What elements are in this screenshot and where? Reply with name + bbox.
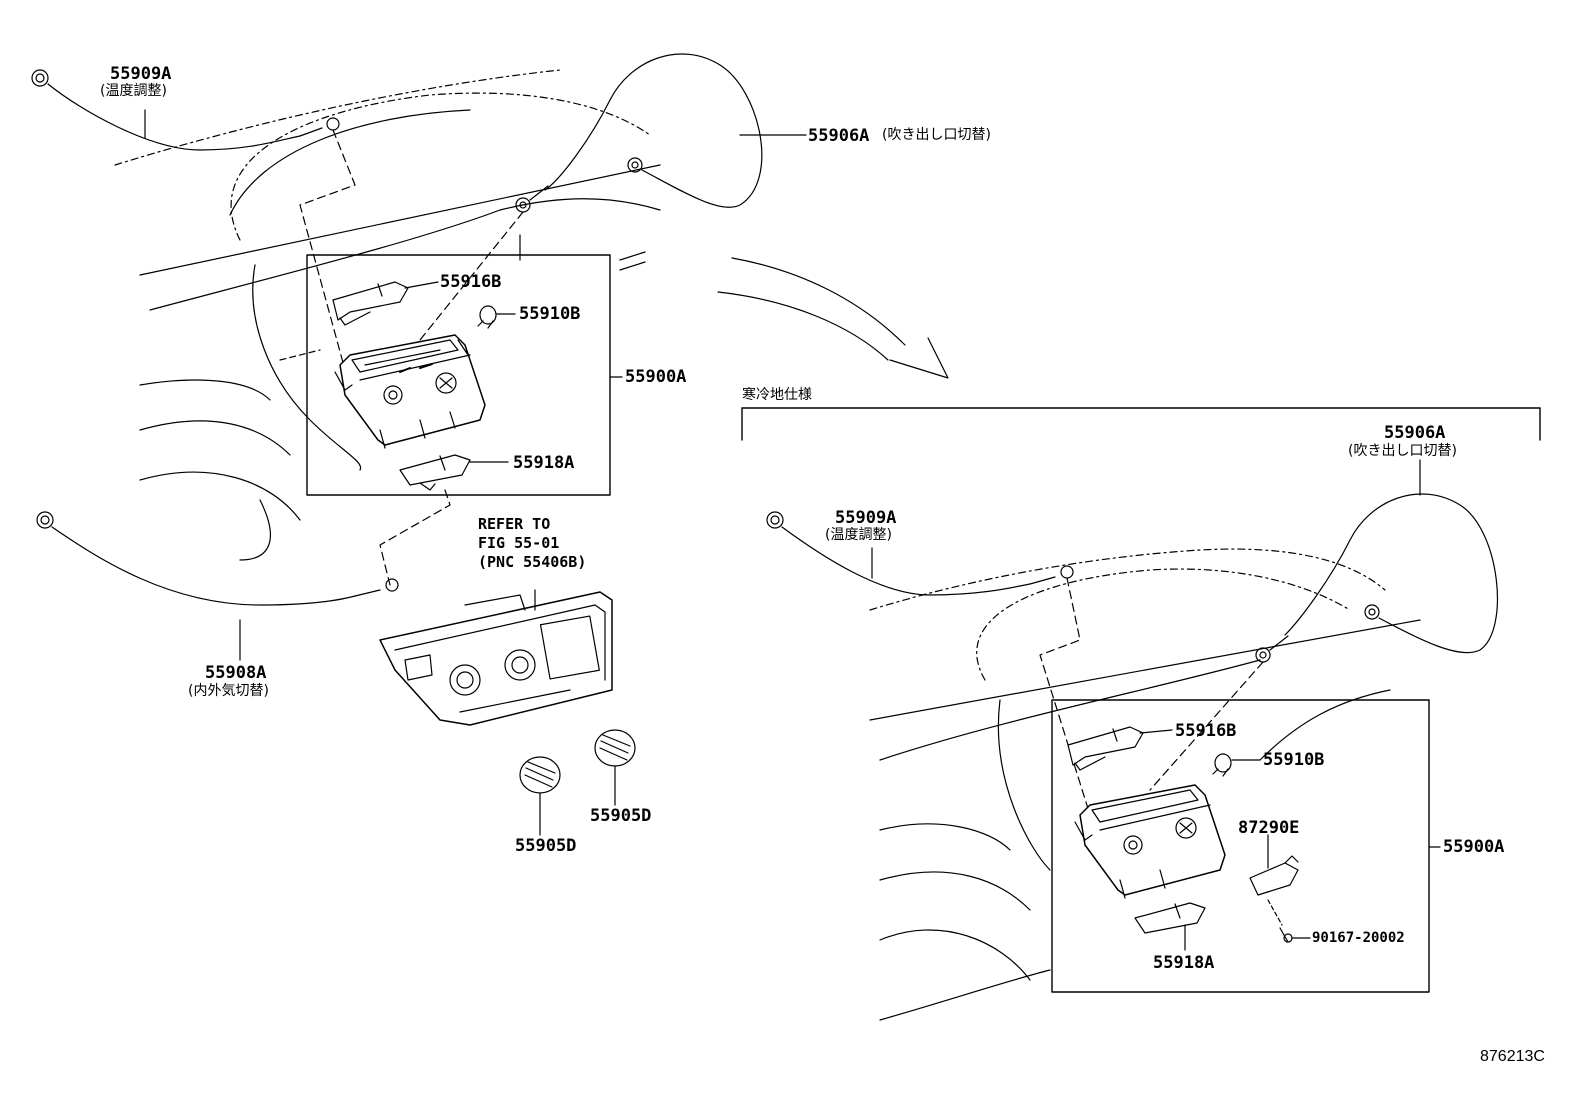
vent-knob-55905d-a — [519, 756, 561, 836]
leader-dashed-2 — [419, 211, 524, 341]
note-55908a-left: (内外気切替) — [188, 683, 269, 699]
left-assembly-box — [306, 254, 611, 496]
label-55909a-right: 55909A — [835, 508, 897, 528]
label-55906a-left: 55906A — [808, 126, 870, 146]
arrow-to-cold-spec — [717, 257, 949, 379]
label-55910b-left: 55910B — [519, 304, 581, 324]
label-55910b-right: 55910B — [1263, 750, 1325, 770]
note-55906a-right: (吹き出し口切替) — [1348, 443, 1457, 459]
cable-55906a-left — [515, 53, 807, 261]
note-55906a-left: (吹き出し口切替) — [882, 127, 991, 143]
leader-dashed-1 — [299, 129, 356, 371]
screw-90167 — [1267, 899, 1311, 943]
label-90167-20002: 90167-20002 — [1312, 930, 1405, 946]
cable-55906a-right — [1255, 459, 1498, 663]
label-55918a-right: 55918A — [1153, 953, 1215, 973]
leader-dashed-4 — [1039, 577, 1091, 816]
control-unit-left — [334, 334, 486, 449]
bulb-55910b-left — [477, 305, 516, 329]
note-55909a-right: (温度調整) — [825, 527, 892, 543]
knob-55918a-left — [399, 454, 509, 491]
right-assembly-box — [1051, 699, 1430, 993]
label-55905d-b: 55905D — [590, 806, 652, 826]
control-panel-left — [379, 589, 613, 726]
leader-dashed-5 — [1149, 661, 1264, 791]
cable-55909a-left — [31, 69, 340, 151]
label-55916b-right: 55916B — [1175, 721, 1237, 741]
label-55906a-right: 55906A — [1384, 423, 1446, 443]
label-87290e: 87290E — [1238, 818, 1300, 838]
sensor-87290e — [1249, 834, 1299, 896]
cable-55908a-left — [36, 511, 399, 661]
leader-dashed-3 — [379, 489, 451, 586]
section-bracket — [741, 407, 1541, 441]
knob-55916b-right — [1067, 726, 1173, 771]
right-dashboard-outline — [869, 548, 1421, 1021]
label-55905d-a: 55905D — [515, 836, 577, 856]
figure-id: 876213C — [1480, 1048, 1545, 1065]
bulb-55910b-right — [1212, 753, 1261, 777]
refer-line-3: (PNC 55406B) — [478, 553, 587, 571]
label-55908a-left: 55908A — [205, 663, 267, 683]
knob-55918a-right — [1134, 902, 1206, 951]
note-55909a-left: (温度調整) — [100, 83, 167, 99]
label-55918a-left: 55918A — [513, 453, 575, 473]
cable-55909a-right — [766, 511, 1074, 596]
refer-line-1: REFER TO — [478, 515, 551, 533]
control-unit-right — [1074, 784, 1226, 899]
knob-55916b-left — [332, 281, 439, 326]
left-dashboard-outline — [114, 69, 661, 561]
label-55909a-left: 55909A — [110, 64, 172, 84]
label-55900a-left: 55900A — [625, 367, 687, 387]
vent-knob-55905d-b — [594, 729, 636, 806]
section-title-cold-spec: 寒冷地仕様 — [742, 387, 812, 403]
refer-line-2: FIG 55-01 — [478, 534, 560, 552]
label-55900a-right: 55900A — [1443, 837, 1505, 857]
label-55916b-left: 55916B — [440, 272, 502, 292]
